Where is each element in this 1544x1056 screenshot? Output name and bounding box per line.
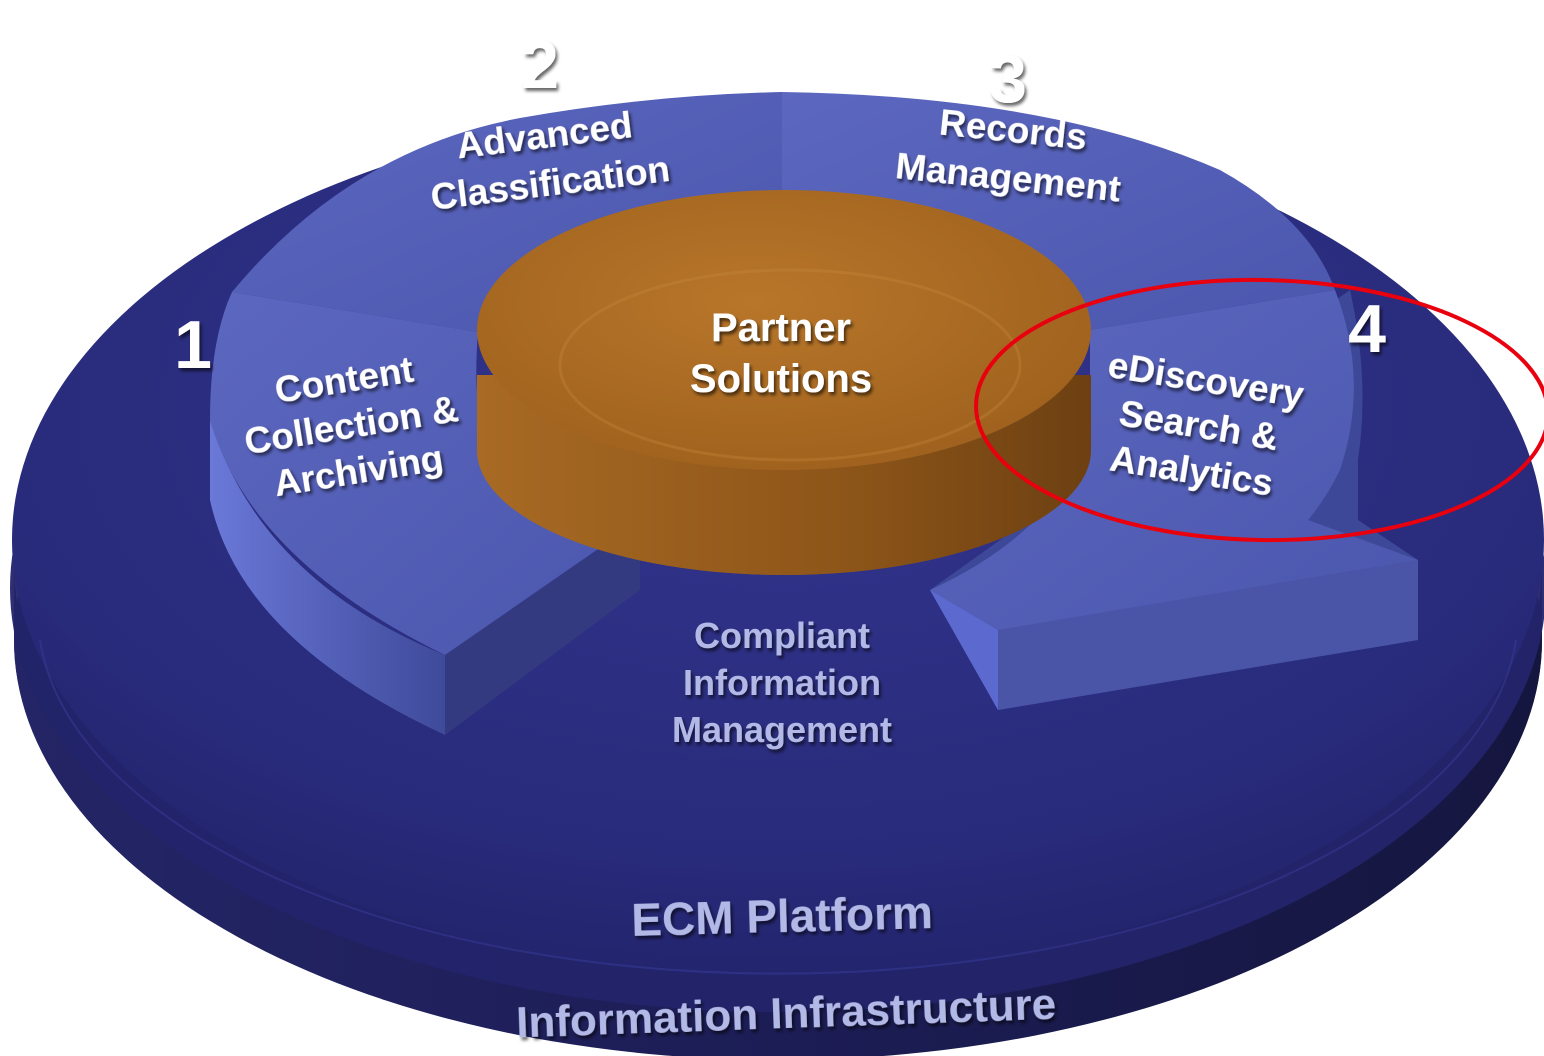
center-label-line-2: Solutions bbox=[690, 357, 872, 401]
segment-4-number: 4 bbox=[1348, 291, 1386, 367]
segment-4 bbox=[930, 290, 1418, 710]
segment-1 bbox=[210, 292, 640, 735]
segment-3-number: 3 bbox=[989, 41, 1027, 117]
platform-label: ECM Platform bbox=[631, 886, 934, 946]
segment-2 bbox=[232, 92, 782, 332]
inner-ring-label-line-2: Information bbox=[683, 662, 881, 703]
center-cylinder bbox=[477, 190, 1091, 575]
highlight-ellipse bbox=[974, 277, 1544, 543]
inner-ring-label-line-3: Management bbox=[672, 709, 892, 750]
segment-1-number: 1 bbox=[174, 307, 212, 383]
inner-ring-label: Compliant Information Management bbox=[672, 615, 892, 750]
inner-ring-label-line-1: Compliant bbox=[694, 615, 870, 656]
segment-3 bbox=[782, 92, 1335, 330]
segment-2-number: 2 bbox=[521, 27, 559, 103]
center-label-line-1: Partner bbox=[711, 306, 851, 350]
